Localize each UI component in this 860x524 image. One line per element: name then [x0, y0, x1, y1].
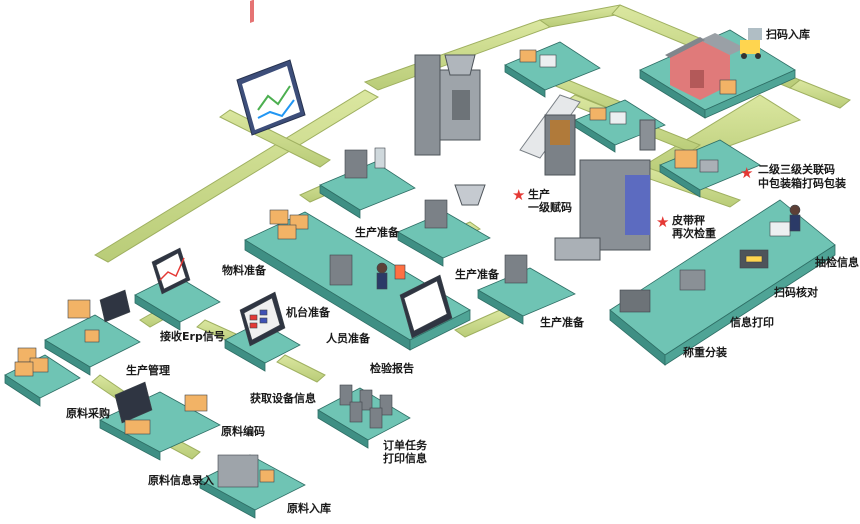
label-inspection-report: 检验报告 — [370, 362, 414, 375]
label-sampling-info: 抽检信息 — [815, 256, 859, 269]
workstations — [14, 49, 801, 488]
label-two-three-level-code: 二级三级关联码 — [758, 163, 835, 176]
label-raw-coding: 原料编码 — [221, 425, 265, 438]
label-raw-warehouse: 原料入库 — [287, 502, 331, 515]
label-scan-check: 扫码核对 — [774, 286, 818, 299]
production-machines — [414, 54, 656, 261]
dashboard-monitor — [236, 0, 306, 136]
label-production-mgmt: 生产管理 — [126, 364, 170, 377]
warehouse-building — [665, 28, 762, 100]
label-receive-erp: 接收Erp信号 — [160, 330, 225, 343]
label-belt-scale: 皮带秤 — [672, 214, 705, 227]
label-material-prep: 物料准备 — [222, 264, 266, 277]
star-icon: ★ — [512, 186, 526, 204]
label-production-prep-1: 生产准备 — [355, 226, 399, 239]
label-primary-coding: 一级赋码 — [528, 201, 572, 214]
label-print-info: 打印信息 — [383, 452, 427, 465]
label-weigh-split: 称重分装 — [683, 346, 727, 359]
label-machine-prep: 机台准备 — [286, 306, 330, 319]
label-order-task: 订单任务 — [383, 439, 427, 452]
label-production-prep-3: 生产准备 — [540, 316, 584, 329]
label-personnel-prep: 人员准备 — [326, 332, 370, 345]
label-info-print: 信息打印 — [730, 316, 774, 329]
label-production-prep-2: 生产准备 — [455, 268, 499, 281]
label-get-device-info: 获取设备信息 — [250, 392, 316, 405]
label-recheck-weight: 再次检重 — [672, 227, 716, 240]
label-inner-pack-print: 中包装箱打码包装 — [758, 177, 846, 190]
star-icon: ★ — [656, 213, 670, 231]
label-raw-purchase: 原料采购 — [66, 407, 110, 420]
label-scan-warehouse: 扫码入库 — [766, 28, 810, 41]
label-raw-info-entry: 原料信息录入 — [148, 474, 214, 487]
label-production: 生产 — [528, 188, 550, 201]
star-icon: ★ — [740, 164, 754, 182]
